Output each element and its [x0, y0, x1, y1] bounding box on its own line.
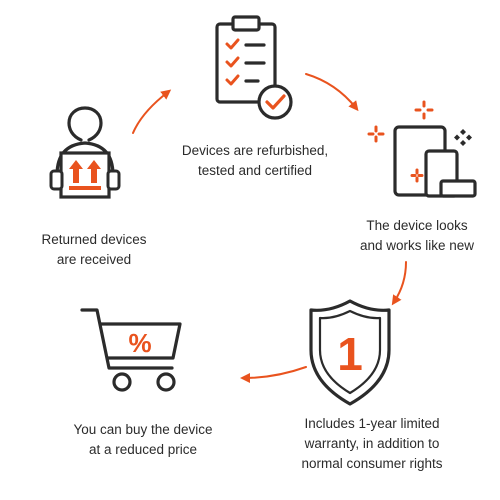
step-label-line: normal consumer rights — [301, 456, 443, 471]
step-label-line: tested and certified — [197, 163, 313, 178]
step-label-like-new: The device looks and works like new — [334, 216, 500, 256]
discount-percent-badge: % — [128, 328, 151, 358]
step-label-received: Returned devices are received — [14, 230, 174, 270]
step-label-line: warranty, in addition to — [304, 436, 440, 451]
cycle-arrows — [132, 73, 407, 383]
returned-box-icon — [49, 106, 121, 199]
step-label-line: Returned devices — [41, 232, 147, 247]
devices-icon — [367, 100, 477, 198]
step-label-buy: You can buy the device at a reduced pric… — [48, 420, 238, 460]
step-label-line: Devices are refurbished, — [181, 143, 329, 158]
step-label-line: are received — [56, 252, 132, 267]
arrow-received-to-refurbished — [132, 89, 172, 134]
arrow-refurbished-to-like-new — [305, 73, 359, 112]
arrow-warranty-to-buy — [240, 366, 307, 383]
arrow-like-new-to-warranty — [391, 261, 407, 306]
step-label-line: The device looks — [366, 218, 468, 233]
step-label-line: at a reduced price — [88, 442, 198, 457]
step-label-line: Includes 1-year limited — [304, 416, 440, 431]
step-label-line: and works like new — [359, 238, 475, 253]
warranty-badge-number: 1 — [337, 328, 363, 380]
step-label-line: You can buy the device — [73, 422, 213, 437]
step-label-refurbished: Devices are refurbished, tested and cert… — [160, 141, 350, 181]
clipboard-checklist-icon — [215, 15, 293, 120]
step-label-warranty: Includes 1-year limited warranty, in add… — [272, 414, 472, 474]
sparkle-icons — [367, 100, 434, 183]
shield-warranty-icon: 1 — [309, 299, 391, 406]
shopping-cart-icon: % — [80, 308, 182, 392]
